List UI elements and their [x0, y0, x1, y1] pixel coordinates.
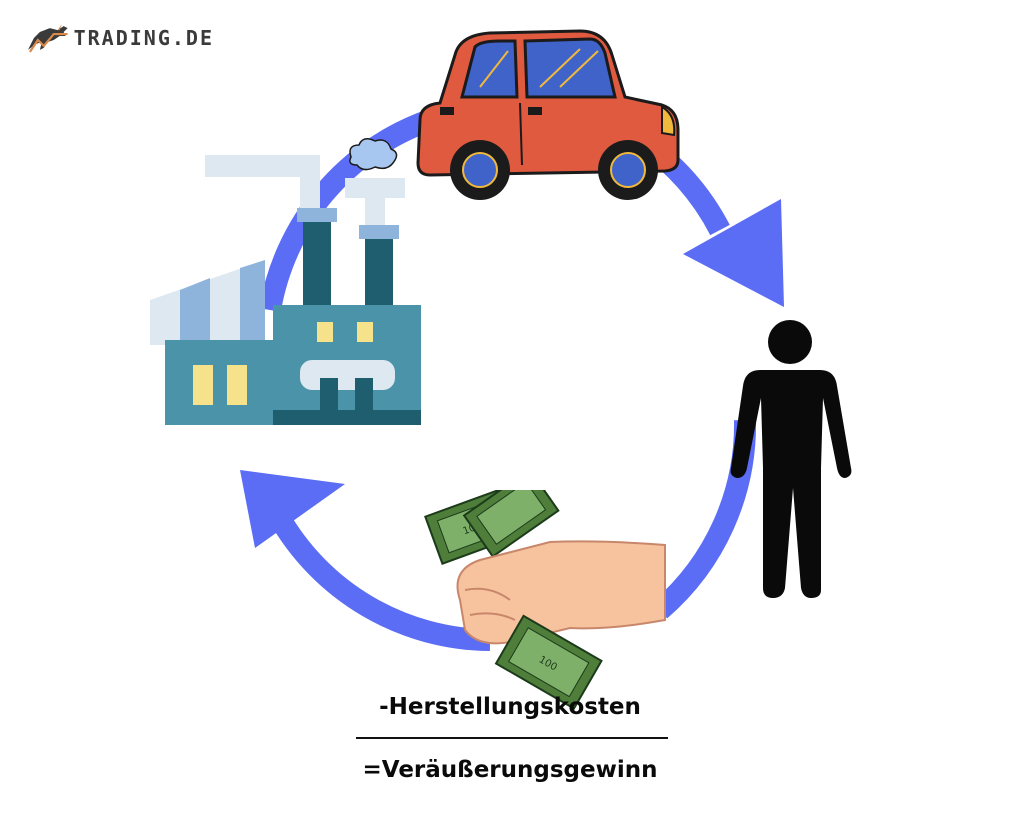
- arrowhead-to-factory: [240, 470, 345, 548]
- car-icon: [416, 29, 680, 200]
- arrowhead-to-person: [683, 199, 784, 307]
- formula-line-sale-profit: =Veräußerungsgewinn: [362, 757, 658, 783]
- money-hand-icon: 100 100: [424, 490, 666, 710]
- brand-name: TRADING.DE: [73, 26, 214, 50]
- arc-money-to-factory: [268, 509, 491, 651]
- formula-line-production-costs: -Herstellungskosten: [379, 694, 641, 720]
- arc-factory-to-car: [259, 109, 434, 312]
- bull-logo-icon: [27, 24, 68, 53]
- person-icon: [730, 320, 852, 598]
- brand-logo: TRADING.DE: [24, 18, 214, 58]
- factory-icon: [150, 155, 421, 425]
- exhaust-smoke-icon: [349, 138, 398, 171]
- formula-divider: [356, 737, 668, 739]
